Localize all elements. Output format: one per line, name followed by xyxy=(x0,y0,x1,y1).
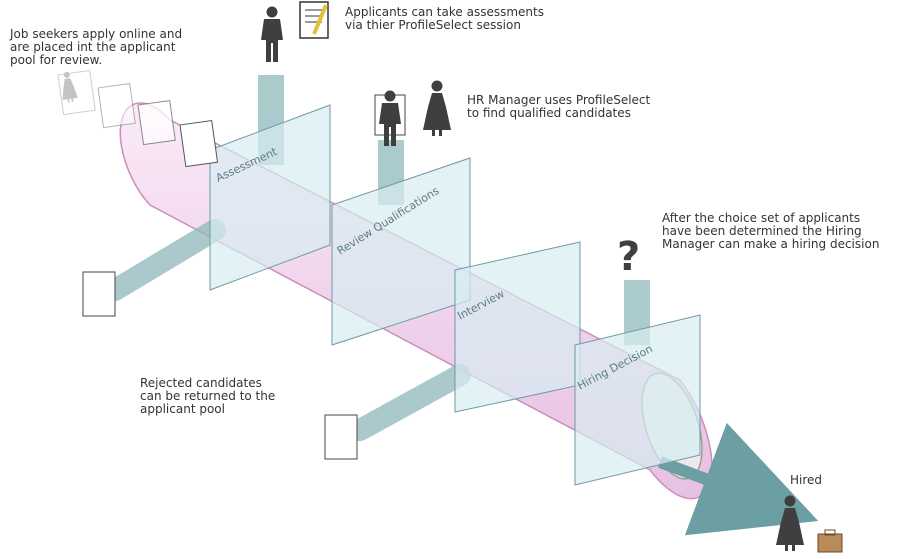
hired-label: Hired xyxy=(790,473,823,487)
rejected-arrow-1 xyxy=(104,219,226,301)
rejected-arrow-2 xyxy=(349,364,471,441)
applicant-pool-card xyxy=(57,69,96,116)
stage-panel-assessment xyxy=(209,104,331,291)
rejected-card-1 xyxy=(82,271,116,317)
stage-panel-interview xyxy=(454,241,581,413)
hr-manager-note: HR Manager uses ProfileSelect to find qu… xyxy=(467,93,651,120)
applicant-figure xyxy=(261,6,283,62)
assessments-note: Applicants can take assessments via thie… xyxy=(345,5,544,32)
hr-candidate-card xyxy=(374,90,406,146)
briefcase-icon xyxy=(817,529,843,553)
question-mark-icon: ? xyxy=(617,234,640,280)
applicant-pool-card xyxy=(137,99,176,146)
hr-manager-figure xyxy=(423,80,451,136)
applicant-pool-card xyxy=(97,82,136,129)
stage-panel-hiring-decision xyxy=(574,314,701,486)
rejected-note: Rejected candidates can be returned to t… xyxy=(140,376,276,416)
job-seekers-note: Job seekers apply online and are placed … xyxy=(10,27,183,67)
hired-arrow xyxy=(657,422,819,536)
hired-figure xyxy=(776,495,804,551)
applicant-pool-card xyxy=(179,119,219,168)
rejected-card-2 xyxy=(324,414,358,460)
assessment-document-icon xyxy=(299,1,329,39)
hiring-decision-note: After the choice set of applicants have … xyxy=(662,211,880,251)
